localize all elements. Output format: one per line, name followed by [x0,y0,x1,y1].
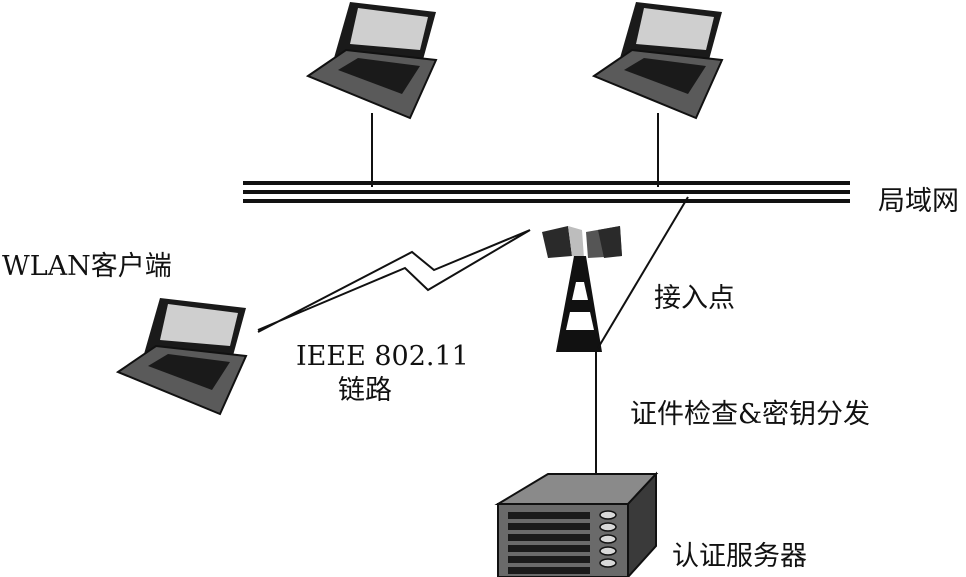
link-label-line1: IEEE 802.11 [296,341,469,372]
wlan-client-label: WLAN客户端 [2,251,172,282]
cert-key-label: 证件检查&密钥分发 [630,399,871,430]
lan-label: 局域网 [878,186,959,217]
server-icon [494,471,659,577]
auth-server-label: 认证服务器 [672,541,807,572]
lightning-link-icon [257,229,531,333]
laptop-icon [115,298,248,416]
access-point-icon [542,226,622,352]
laptop-icon [591,2,724,120]
access-point-label: 接入点 [654,283,735,314]
ap-to-lan-line [597,196,689,349]
laptop-icon [305,2,438,120]
link-label-line2: 链路 [338,375,392,406]
lan-bus [243,181,850,203]
